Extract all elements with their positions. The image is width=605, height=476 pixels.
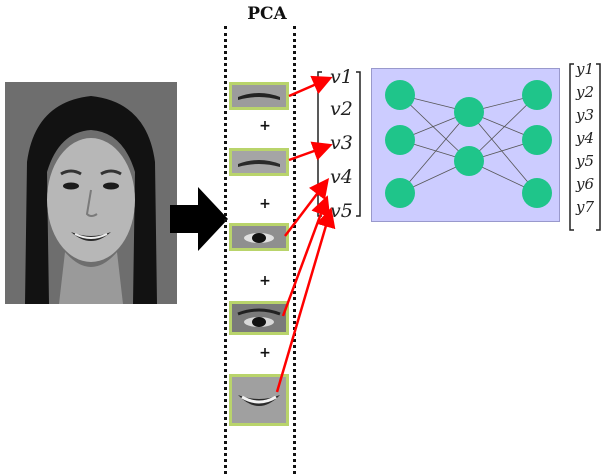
pca-output-v5: v5 bbox=[330, 200, 353, 222]
arrow-to-v4 bbox=[284, 178, 330, 237]
mouth-patch bbox=[229, 374, 289, 426]
network-output-y7: y7 bbox=[576, 198, 595, 216]
network-output-y6: y6 bbox=[576, 175, 595, 193]
output-node bbox=[522, 178, 552, 208]
arrow-to-v3 bbox=[288, 141, 333, 162]
neural-network-panel bbox=[371, 68, 560, 222]
plus-sign: + bbox=[259, 196, 271, 212]
network-output-y1: y1 bbox=[576, 60, 595, 78]
input-node bbox=[385, 80, 415, 110]
pca-output-v1: v1 bbox=[330, 66, 353, 88]
eyebrow-right-patch bbox=[229, 148, 289, 176]
network-output-y3: y3 bbox=[576, 106, 595, 124]
pca-box bbox=[224, 26, 296, 474]
input-node bbox=[385, 178, 415, 208]
plus-sign: + bbox=[259, 345, 271, 361]
pca-output-v3: v3 bbox=[330, 132, 353, 154]
eye-right-patch bbox=[229, 301, 289, 335]
output-node bbox=[522, 125, 552, 155]
network-output-y4: y4 bbox=[576, 129, 595, 147]
input-arrow-icon bbox=[170, 187, 228, 251]
eyebrow-left-patch bbox=[229, 82, 289, 110]
arrow-to-v1 bbox=[288, 75, 333, 98]
face-photo bbox=[5, 82, 177, 304]
face-illustration bbox=[5, 82, 177, 304]
pca-output-v4: v4 bbox=[330, 166, 353, 188]
network-output-bracket bbox=[569, 63, 601, 231]
plus-sign: + bbox=[259, 273, 271, 289]
neural-network-diagram bbox=[385, 80, 552, 208]
input-node bbox=[385, 125, 415, 155]
hidden-node bbox=[454, 97, 484, 127]
eye-left-patch bbox=[229, 223, 289, 251]
pca-output-v2: v2 bbox=[330, 98, 353, 120]
output-node bbox=[522, 80, 552, 110]
plus-sign: + bbox=[259, 118, 271, 134]
network-output-y2: y2 bbox=[576, 83, 595, 101]
arrow-to-v5-b bbox=[275, 207, 336, 393]
network-output-y5: y5 bbox=[576, 152, 595, 170]
pca-label: PCA bbox=[247, 4, 287, 24]
hidden-node bbox=[454, 146, 484, 176]
